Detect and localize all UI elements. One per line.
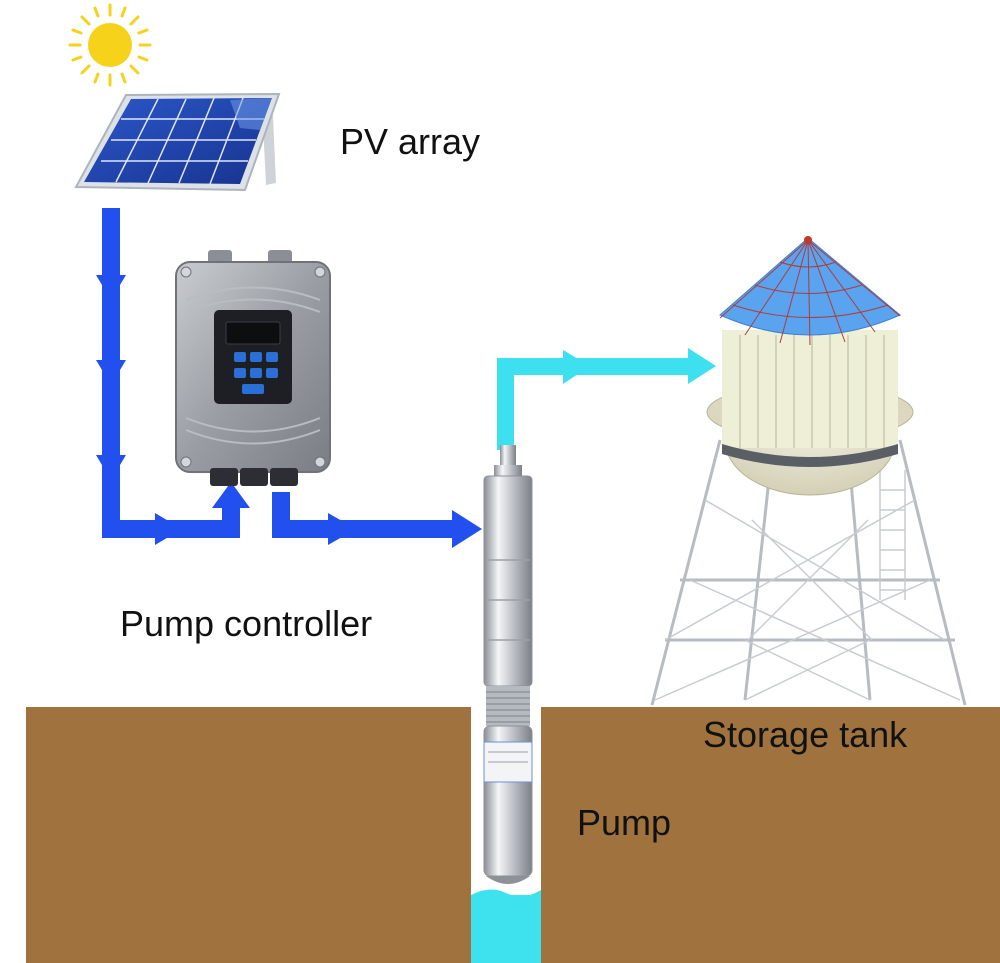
power-flow-arrows: [96, 208, 482, 548]
water-flow-arrows: [497, 348, 716, 450]
pump-label: Pump: [577, 802, 672, 843]
pv-array-label: PV array: [340, 121, 481, 162]
ground-right: [541, 707, 1000, 963]
storage-tank-label: Storage tank: [703, 714, 908, 755]
sun-icon: [68, 3, 152, 87]
ground-left: [26, 707, 471, 963]
water-tower-icon: [650, 236, 967, 706]
pump-controller-icon: [175, 250, 331, 486]
water-surface: [471, 889, 541, 900]
solar-panel-icon: [74, 92, 281, 192]
borehole-water: [471, 895, 541, 963]
pump-controller-label: Pump controller: [120, 603, 373, 644]
submersible-pump-icon: [483, 445, 533, 884]
